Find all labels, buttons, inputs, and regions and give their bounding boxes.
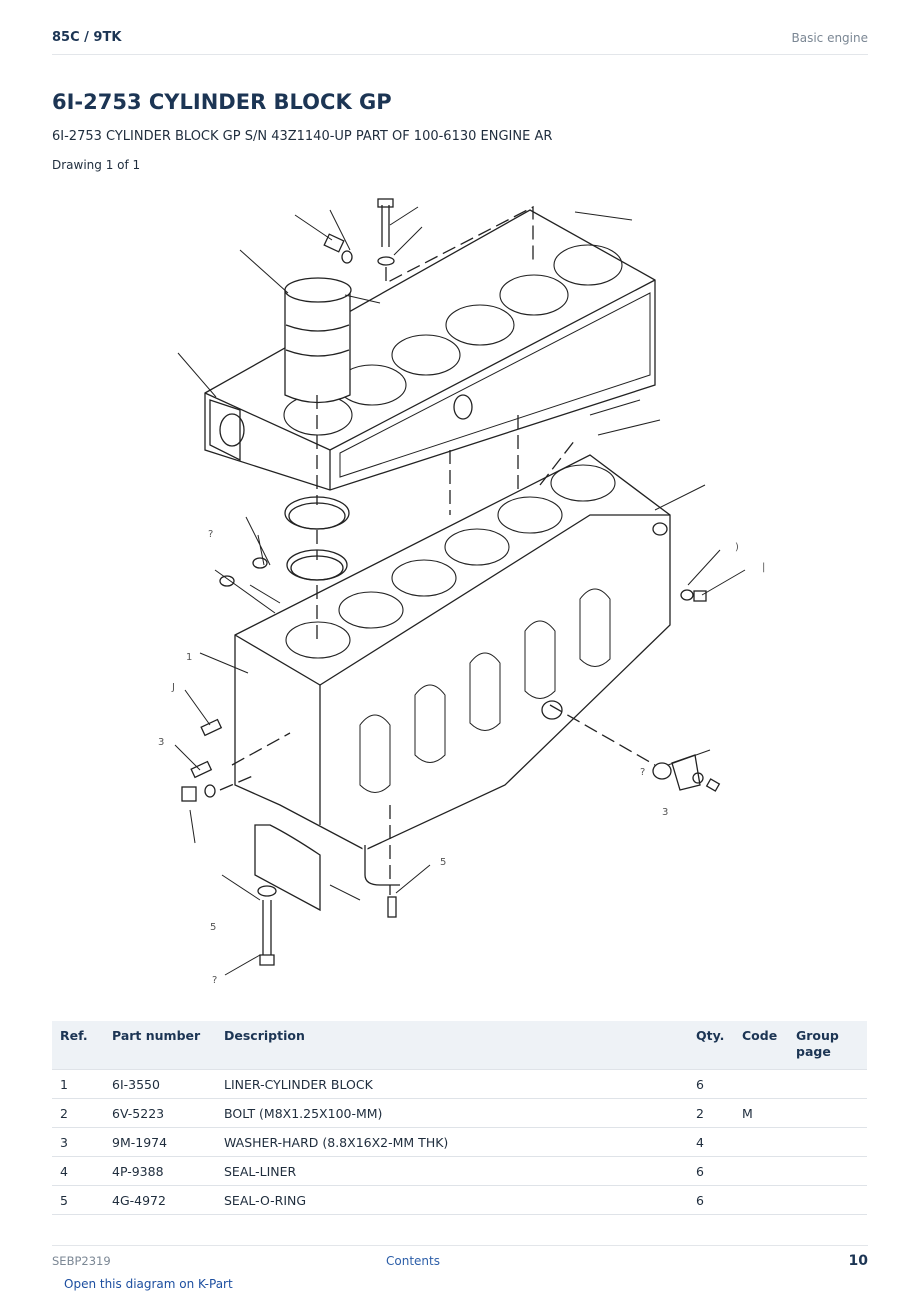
page-title: 6I-2753 CYLINDER BLOCK GP (52, 90, 392, 114)
cell-part-number: 9M-1974 (104, 1127, 216, 1157)
cell-ref: 5 (52, 1185, 104, 1215)
cell-qty: 2 (688, 1098, 734, 1128)
table-row: 5 4G-4972 SEAL-O-RING 6 (52, 1185, 867, 1215)
header-code: Code (734, 1021, 788, 1070)
cell-qty: 6 (688, 1185, 734, 1215)
table-row: 4 4P-9388 SEAL-LINER 6 (52, 1156, 867, 1186)
cell-code (734, 1156, 788, 1186)
cell-ref: 4 (52, 1156, 104, 1186)
cell-description: SEAL-LINER (216, 1156, 688, 1186)
cell-part-number: 4P-9388 (104, 1156, 216, 1186)
table-row: 1 6I-3550 LINER-CYLINDER BLOCK 6 (52, 1069, 867, 1099)
cell-ref: 2 (52, 1098, 104, 1128)
cell-ref: 3 (52, 1127, 104, 1157)
cell-part-number: 6V-5223 (104, 1098, 216, 1128)
svg-text:|: | (762, 562, 765, 573)
cell-qty: 6 (688, 1069, 734, 1099)
svg-text:5: 5 (440, 857, 446, 868)
cell-qty: 4 (688, 1127, 734, 1157)
cell-group-page (788, 1185, 867, 1215)
table-header-row: Ref. Part number Description Qty. Code G… (52, 1021, 867, 1070)
cell-description: SEAL-O-RING (216, 1185, 688, 1215)
drawing-label: Drawing 1 of 1 (52, 158, 141, 172)
cylinder-block-drawing: ? 1 J 3 ) | ? 3 5 5 ? (158, 198, 765, 986)
cell-group-page (788, 1127, 867, 1157)
page-footer: SEBP2319 Contents 10 (52, 1245, 868, 1276)
svg-text:1: 1 (186, 652, 192, 663)
header-ref: Ref. (52, 1021, 104, 1070)
cell-code (734, 1069, 788, 1099)
svg-text:): ) (735, 542, 739, 553)
svg-text:?: ? (208, 529, 213, 540)
document-id: SEBP2319 (52, 1254, 111, 1268)
table-row: 3 9M-1974 WASHER-HARD (8.8X16X2-MM THK) … (52, 1127, 867, 1157)
model-label: 85C / 9TK (52, 30, 122, 45)
kpart-diagram-link[interactable]: Open this diagram on K-Part (64, 1277, 233, 1291)
exploded-parts-diagram: ? 1 J 3 ) | ? 3 5 5 ? (150, 185, 780, 995)
section-label: Basic engine (791, 31, 868, 45)
cell-group-page (788, 1156, 867, 1186)
cell-part-number: 6I-3550 (104, 1069, 216, 1099)
cell-ref: 1 (52, 1069, 104, 1099)
cell-code: M (734, 1098, 788, 1128)
cell-description: LINER-CYLINDER BLOCK (216, 1069, 688, 1099)
cell-group-page (788, 1098, 867, 1128)
header-qty: Qty. (688, 1021, 734, 1070)
header-group-page: Group page (788, 1021, 867, 1070)
cell-description: BOLT (M8X1.25X100-MM) (216, 1098, 688, 1128)
table-row: 2 6V-5223 BOLT (M8X1.25X100-MM) 2 M (52, 1098, 867, 1128)
svg-text:J: J (171, 682, 175, 693)
svg-text:?: ? (640, 767, 645, 778)
svg-text:5: 5 (210, 922, 216, 933)
cell-group-page (788, 1069, 867, 1099)
svg-text:?: ? (212, 975, 217, 986)
cell-part-number: 4G-4972 (104, 1185, 216, 1215)
parts-table: Ref. Part number Description Qty. Code G… (52, 1021, 867, 1215)
cell-qty: 6 (688, 1156, 734, 1186)
svg-text:3: 3 (662, 807, 668, 818)
cell-description: WASHER-HARD (8.8X16X2-MM THK) (216, 1127, 688, 1157)
svg-text:3: 3 (158, 737, 164, 748)
header-part-number: Part number (104, 1021, 216, 1070)
cell-code (734, 1127, 788, 1157)
page-number: 10 (848, 1253, 868, 1269)
header-description: Description (216, 1021, 688, 1070)
page-header: 85C / 9TK Basic engine (52, 28, 868, 55)
contents-link[interactable]: Contents (386, 1254, 440, 1268)
page-subtitle: 6I-2753 CYLINDER BLOCK GP S/N 43Z1140-UP… (52, 129, 553, 144)
cell-code (734, 1185, 788, 1215)
